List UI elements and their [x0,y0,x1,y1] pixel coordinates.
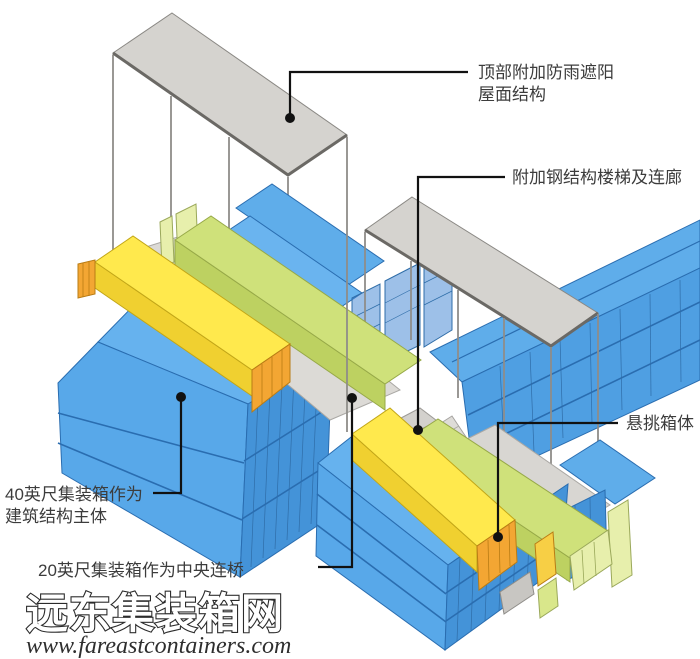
callout-stairs: 附加钢结构楼梯及连廊 [413,168,682,435]
lime-container-top-nw [174,215,422,385]
lime-container-end-se [569,529,613,591]
northwest-bridge-containers [77,203,422,421]
open-door-panel-yellow [534,531,557,587]
support-bracket [499,571,535,615]
left-rain-shade-canopy [112,12,348,258]
label-roof-line2: 屋面结构 [478,85,546,104]
label-cantilever: 悬挑箱体 [626,414,694,433]
watermark-site-url: www.fareastcontainers.com [26,633,291,659]
southeast-bridge-containers [351,407,613,619]
callout-cantilever: 悬挑箱体 [493,414,694,542]
cantilever-orange-end-cap [476,519,518,591]
yellow-container-end-cap-nw [77,259,96,299]
right-rain-shade-canopy [364,196,599,478]
left-block-corrugation [241,360,329,568]
yellow-container-end-cap-se [251,343,291,414]
watermark-site-name: 远东集装箱网 [26,589,284,638]
label-40ft-line1: 40英尺集装箱作为 [5,485,143,504]
watermark: 远东集装箱网 www.fareastcontainers.com [25,588,291,659]
wing-corrugation-lines [499,279,682,467]
callout-20ft: 20英尺集装箱作为中央连桥 [38,393,357,580]
label-40ft-line2: 建筑结构主体 [5,507,107,526]
callout-40ft: 40英尺集装箱作为 建筑结构主体 [5,392,186,526]
label-stairs: 附加钢结构楼梯及连廊 [512,168,682,187]
callout-roof: 顶部附加防雨遮阳 屋面结构 [285,63,614,123]
left-canopy-roof-panel [112,12,348,176]
label-roof-line1: 顶部附加防雨遮阳 [478,63,614,82]
open-door-panel-lime [537,577,559,619]
label-20ft: 20英尺集装箱作为中央连桥 [38,561,244,580]
